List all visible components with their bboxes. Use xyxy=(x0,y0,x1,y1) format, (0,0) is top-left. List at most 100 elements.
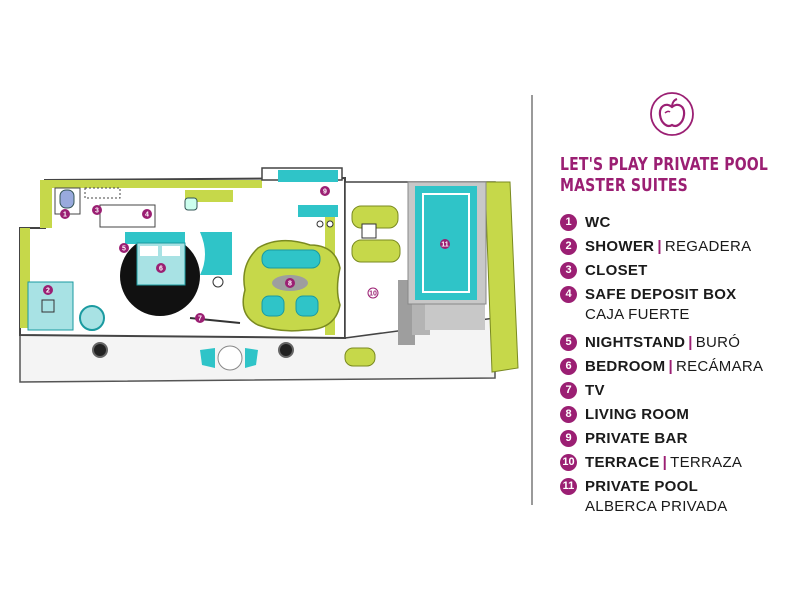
legend-label-en: BEDROOM xyxy=(585,358,666,375)
legend-item: 4 SAFE DEPOSIT BOX CAJA FUERTE xyxy=(560,285,796,333)
plan-label-10: 10 xyxy=(369,291,377,298)
legend-line: BEDROOM|RECÁMARA xyxy=(585,357,796,377)
side-table xyxy=(361,223,377,239)
legend-number-badge: 6 xyxy=(560,358,577,375)
safe-box-area xyxy=(99,204,156,228)
terrace-daybed xyxy=(344,347,376,367)
armchair xyxy=(261,295,285,317)
legend-item: 5 NIGHTSTAND|BURÓ xyxy=(560,333,796,357)
legend-number-badge: 4 xyxy=(560,286,577,303)
legend-line: NIGHTSTAND|BURÓ xyxy=(585,333,796,353)
headboard xyxy=(125,232,185,244)
armchair xyxy=(295,295,319,317)
toilet-icon xyxy=(184,197,198,211)
wall-accent xyxy=(20,228,30,328)
legend-label-en: SAFE DEPOSIT BOX xyxy=(585,286,737,303)
legend-label-es: ALBERCA PRIVADA xyxy=(585,498,728,515)
legend-label-en: PRIVATE POOL xyxy=(585,478,699,495)
legend-line: LIVING ROOM xyxy=(585,405,796,425)
apple-logo-icon xyxy=(650,92,694,136)
divider xyxy=(531,95,533,505)
plan-label-6: 6 xyxy=(159,266,163,273)
legend-label-es: RECÁMARA xyxy=(675,358,764,375)
legend-item: 11 PRIVATE POOL ALBERCA PRIVADA xyxy=(560,477,796,525)
sofa xyxy=(261,249,321,269)
legend-item: 6 BEDROOM|RECÁMARA xyxy=(560,357,796,381)
legend-line: SAFE DEPOSIT BOX xyxy=(585,285,796,305)
plan-label-11: 11 xyxy=(441,242,449,249)
plan-label-9: 9 xyxy=(323,189,327,196)
legend-number-badge: 9 xyxy=(560,430,577,447)
legend-label-en: NIGHTSTAND xyxy=(585,334,686,351)
legend-number-badge: 7 xyxy=(560,382,577,399)
terrace-chair xyxy=(245,348,258,368)
legend-item: 10 TERRACE|TERRAZA xyxy=(560,453,796,477)
bar-stool xyxy=(316,220,324,228)
legend-label-en: TV xyxy=(585,382,605,399)
toilet-icon xyxy=(59,189,75,209)
wall-accent xyxy=(40,180,52,228)
legend-label-en: CLOSET xyxy=(585,262,648,279)
sun-lounger xyxy=(351,239,401,263)
legend-number-badge: 3 xyxy=(560,262,577,279)
legend-item: 2 SHOWER|REGADERA xyxy=(560,237,796,261)
legend-separator: | xyxy=(688,334,693,351)
terrace-lamp xyxy=(278,342,294,358)
legend-line: CLOSET xyxy=(585,261,796,281)
terrace-lamp xyxy=(92,342,108,358)
closet-rail xyxy=(84,187,121,199)
terrace-table xyxy=(217,345,243,371)
plan-label-4: 4 xyxy=(145,212,149,219)
legend-number-badge: 10 xyxy=(560,454,577,471)
plan-label-1: 1 xyxy=(63,212,67,219)
plan-label-2: 2 xyxy=(46,288,50,295)
legend-item: 8 LIVING ROOM xyxy=(560,405,796,429)
legend-item: 1 WC xyxy=(560,213,796,237)
legend-number-badge: 5 xyxy=(560,334,577,351)
legend-item: 7 TV xyxy=(560,381,796,405)
terrace-chair xyxy=(200,348,215,368)
legend-label-es: CAJA FUERTE xyxy=(585,306,690,323)
pillow xyxy=(140,246,158,256)
garden-strip xyxy=(484,181,519,373)
bar-counter xyxy=(278,170,338,182)
legend-line: SHOWER|REGADERA xyxy=(585,237,796,257)
legend-label-es: BURÓ xyxy=(695,334,741,351)
legend-separator: | xyxy=(662,454,668,471)
bar-table xyxy=(298,205,338,217)
plan-label-7: 7 xyxy=(198,316,202,323)
drain-icon xyxy=(41,299,55,313)
wall-accent xyxy=(52,180,262,188)
plan-label-5: 5 xyxy=(122,246,126,253)
legend-number-badge: 1 xyxy=(560,214,577,231)
legend-number-badge: 2 xyxy=(560,238,577,255)
plan-label-3: 3 xyxy=(95,208,99,215)
legend-label-es: REGADERA xyxy=(664,238,752,255)
legend-separator: | xyxy=(668,358,673,375)
bar-stool xyxy=(326,220,334,228)
legend-label-en: SHOWER xyxy=(585,238,655,255)
tub-icon xyxy=(79,305,105,331)
legend-number-badge: 8 xyxy=(560,406,577,423)
legend-number-badge: 11 xyxy=(560,478,577,495)
floor-plan: 1 2 3 4 5 6 7 8 9 10 11 xyxy=(19,167,519,383)
pool-edge-line xyxy=(422,193,470,293)
pillow xyxy=(162,246,180,256)
legend-separator: | xyxy=(657,238,662,255)
lounge-chair xyxy=(200,232,232,275)
legend-label-es: TERRAZA xyxy=(670,454,743,471)
legend-item: 9 PRIVATE BAR xyxy=(560,429,796,453)
legend-label-en: TERRACE xyxy=(585,454,660,471)
legend-label-en: LIVING ROOM xyxy=(585,406,690,423)
legend-label-en: PRIVATE BAR xyxy=(585,430,688,447)
title-line-1: LET'S PLAY PRIVATE POOL xyxy=(560,154,768,175)
suite-title: LET'S PLAY PRIVATE POOL MASTER SUITES xyxy=(560,154,768,196)
legend-line: PRIVATE BAR xyxy=(585,429,796,449)
legend-line: PRIVATE POOL xyxy=(585,477,796,497)
legend-item: 3 CLOSET xyxy=(560,261,796,285)
lamp-icon xyxy=(212,276,224,288)
legend-line: TERRACE|TERRAZA xyxy=(585,453,796,473)
legend-line: WC xyxy=(585,213,796,233)
legend-line: TV xyxy=(585,381,796,401)
